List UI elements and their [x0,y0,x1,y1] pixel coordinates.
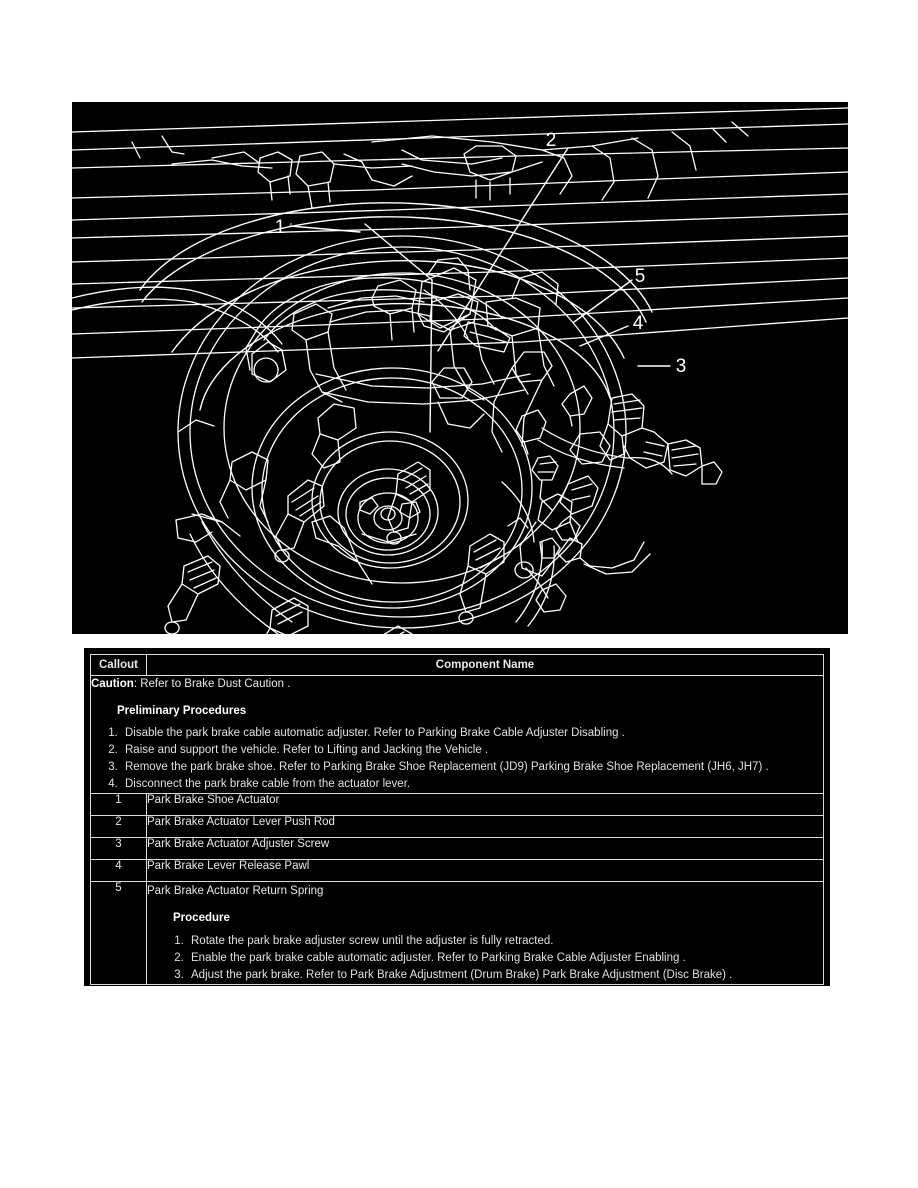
table-row: 2 Park Brake Actuator Lever Push Rod [90,815,824,838]
component-name-3: Park Brake Actuator Adjuster Screw [146,837,824,860]
component-name-5: Park Brake Actuator Return Spring [147,885,324,897]
table-header-row: Callout Component Name [90,654,824,676]
frame-rail-lines [72,107,848,359]
adjuster-details [507,431,611,613]
caution-line: Caution: Refer to Brake Dust Caution . [91,676,823,693]
leader-lines [290,223,433,433]
table-row: 1 Park Brake Shoe Actuator [90,793,824,816]
preliminary-procedures-cell: Caution: Refer to Brake Dust Caution . P… [90,675,824,794]
component-name-1: Park Brake Shoe Actuator [146,793,824,816]
callout-number-3: 3 [90,837,147,860]
callout-label-2: 2 [546,130,557,151]
component-name-2: Park Brake Actuator Lever Push Rod [146,815,824,838]
callout-label-1: 1 [275,217,286,238]
leader-line-2 [364,223,433,281]
leader-line-callout-5 [573,279,633,323]
preliminary-steps-list: Disable the park brake cable automatic a… [103,725,823,792]
callout-number-4: 4 [90,859,147,882]
procedure-heading: Procedure [173,912,230,924]
callout-label-3: 3 [676,356,687,377]
component-table-container: Callout Component Name Caution: Refer to… [84,648,830,986]
axle-housing-lines [171,121,749,209]
component-name-4: Park Brake Lever Release Pawl [146,859,824,882]
list-item: Raise and support the vehicle. Refer to … [121,742,823,758]
cable-and-rods [72,286,673,634]
component-table: Callout Component Name Caution: Refer to… [90,654,824,985]
caution-text: : Refer to Brake Dust Caution . [133,678,291,690]
lower-arrow-bracket [177,419,549,599]
table-row: 4 Park Brake Lever Release Pawl [90,859,824,882]
caution-label: Caution [91,678,134,690]
list-item: Adjust the park brake. Refer to Park Bra… [187,967,823,983]
procedure-steps-list: Rotate the park brake adjuster screw unt… [169,933,823,983]
callout-label-4: 4 [633,313,644,334]
leader-line-2b [429,279,433,433]
callout-number-5: 5 [90,881,147,985]
list-item: Disable the park brake cable automatic a… [121,725,823,741]
callout-number-2: 2 [90,815,147,838]
header-callout: Callout [90,654,147,676]
leader-line-callout-2 [437,147,569,352]
illustration-panel: 1 2 3 4 5 [72,102,848,634]
table-row-procedure: 5 Park Brake Actuator Return Spring Proc… [90,881,824,985]
procedure-cell: Park Brake Actuator Return Spring Proced… [147,882,824,985]
brake-assembly-line-drawing: 1 2 3 4 5 [72,102,848,634]
callout-label-5: 5 [635,266,646,287]
list-item: Rotate the park brake adjuster screw unt… [187,933,823,949]
list-item: Remove the park brake shoe. Refer to Par… [121,759,823,775]
preliminary-procedures-heading: Preliminary Procedures [117,705,247,717]
callout-number-1: 1 [90,793,147,816]
list-item: Enable the park brake cable automatic ad… [187,950,823,966]
callout-leaders [289,147,671,367]
preliminary-procedures-row: Caution: Refer to Brake Dust Caution . P… [90,675,824,794]
hub-and-center [251,367,533,609]
leader-line-callout-1 [289,225,361,233]
table-row: 3 Park Brake Actuator Adjuster Screw [90,837,824,860]
header-component-name: Component Name [146,654,824,676]
callout-labels: 1 2 3 4 5 [275,130,687,377]
list-item: Disconnect the park brake cable from the… [121,776,823,792]
leader-line-callout-4 [579,325,629,347]
